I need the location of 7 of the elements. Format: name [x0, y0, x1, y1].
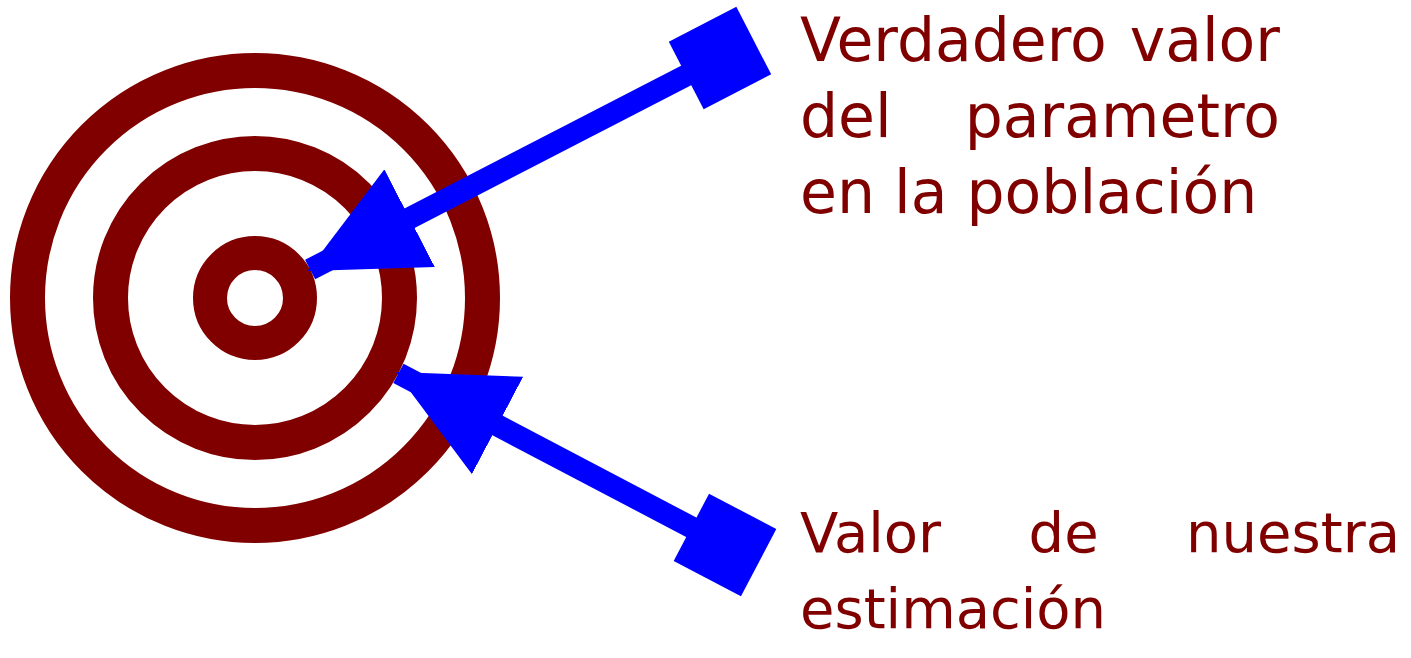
- middle-ring: [93, 136, 417, 460]
- annotation-text: Valor de nuestra estimación: [800, 495, 1400, 647]
- inner-ring: [193, 236, 317, 360]
- leader-arrow: [393, 363, 777, 597]
- leader-arrow: [305, 6, 772, 280]
- annotation-text: Verdadero valor del parametro en la población: [800, 2, 1280, 230]
- outer-ring: [10, 53, 500, 543]
